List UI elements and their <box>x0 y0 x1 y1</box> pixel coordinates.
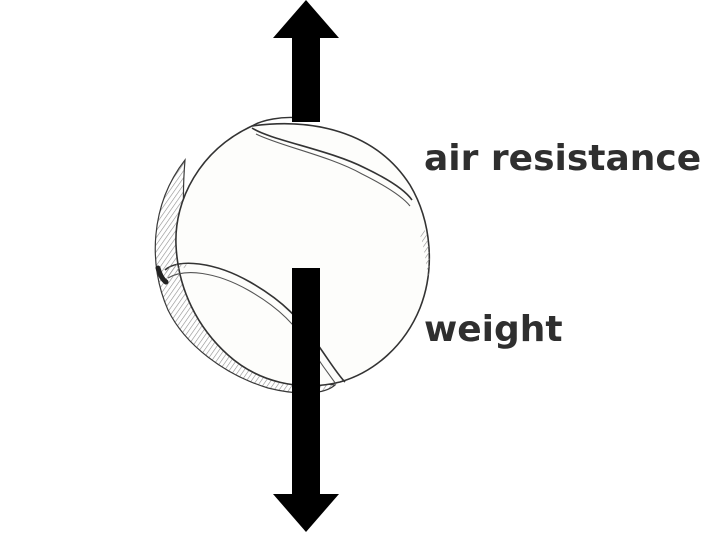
ball-shadow-edge <box>155 265 169 285</box>
weight-arrow-shaft <box>292 268 320 498</box>
ball-seam-top-inner <box>255 133 411 207</box>
ball-seam-bottom-hatch <box>165 263 190 278</box>
ball-right-shade <box>420 230 430 278</box>
tennis-ball-icon <box>154 116 431 394</box>
weight-arrow <box>273 268 339 532</box>
air-resistance-arrowhead <box>273 0 339 38</box>
ball-seam-bottom-inner <box>167 272 337 385</box>
air-resistance-arrow-shaft <box>292 34 320 122</box>
ball-seam-bottom <box>164 262 346 383</box>
ball-seam-top <box>251 127 413 201</box>
air-resistance-arrow <box>273 0 339 122</box>
air-resistance-label: air resistance <box>424 138 702 179</box>
weight-arrowhead <box>273 494 339 532</box>
weight-label: weight <box>424 309 563 350</box>
ball-body <box>175 123 431 387</box>
